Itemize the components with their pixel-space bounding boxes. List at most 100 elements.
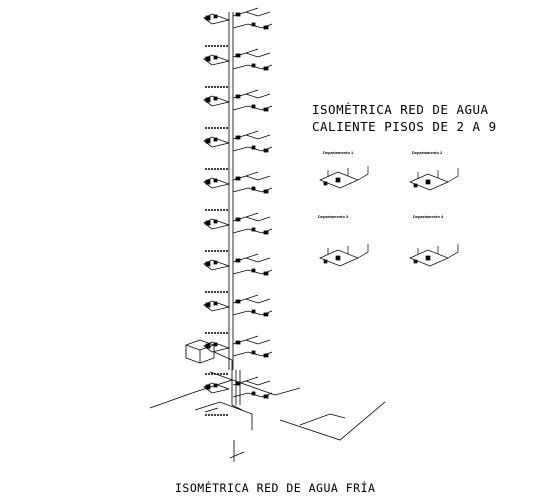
right-fixture [251,145,256,150]
right-valve [235,340,241,345]
right-fixture [251,227,256,232]
right-fixture-2 [263,312,269,317]
left-fixture [205,220,211,226]
right-valve [235,12,241,17]
left-valve [213,260,218,265]
main-distribution-pipe-2 [231,372,243,411]
apartment-fixture [335,177,341,183]
apartment-details [319,166,459,267]
branch-pipe-lower [194,401,253,430]
right-valve [235,258,241,263]
branch-pipe-left [149,379,233,409]
left-fixture [205,343,211,349]
right-fixture [251,309,256,314]
left-valve [213,96,218,101]
apartment-2-iso [409,168,459,191]
water-riser [203,7,273,416]
hot-water-title: ISOMÉTRICA RED DE AGUA CALIENTE PISOS DE… [312,101,497,135]
right-fixture-2 [263,148,269,153]
right-fixture-2 [263,107,269,112]
apartment-pipes [417,244,459,259]
cold-water-base-network [149,339,386,462]
right-fixture [251,22,256,27]
right-valve [235,53,241,58]
left-valve [213,219,218,224]
left-valve [213,301,218,306]
hot-water-title-line2: CALIENTE PISOS DE 2 A 9 [312,119,497,134]
right-fixture [251,268,256,273]
right-fixture-2 [263,25,269,30]
left-branch-pipe [203,13,230,25]
apartment-3-iso [319,244,369,267]
right-valve [235,299,241,304]
left-branch-pipe [203,259,230,271]
left-branch-pipe [203,341,230,353]
right-fixture-2 [263,394,269,399]
meter-line [204,407,219,413]
apartment-fixture [425,255,431,261]
right-fixture [251,391,256,396]
left-fixture [205,97,211,103]
right-fixture-2 [263,353,269,358]
left-branch-pipe [203,54,230,66]
apartment-pipes [417,168,459,183]
right-fixture-2 [263,66,269,71]
right-fixture-2 [263,189,269,194]
right-fixture [251,63,256,68]
floor-branch [203,7,273,47]
left-branch-pipe [203,218,230,230]
right-fixture-2 [263,230,269,235]
left-fixture [205,261,211,267]
floor-branch [203,48,273,88]
street-connection-2 [299,413,346,426]
right-valve [235,217,241,222]
floor-branch [203,294,273,334]
floor-branch [203,130,273,170]
left-branch-pipe [203,95,230,107]
apartment-fixture-2 [323,259,328,264]
apartment-1-label: Departamento 1 [323,150,354,155]
right-fixture [251,350,256,355]
street-connection [279,401,386,441]
left-branch-pipe [203,300,230,312]
right-fixture [251,186,256,191]
right-valve [235,94,241,99]
apartment-1-iso [319,166,369,189]
water-tank [185,339,215,364]
left-valve [213,178,218,183]
main-distribution-pipe [209,371,301,396]
left-fixture [205,302,211,308]
branch-pipe-drop [229,440,245,462]
left-fixture [205,15,211,21]
floor-branch [203,212,273,252]
left-valve [213,14,218,19]
floor-branch [203,335,273,375]
left-fixture [205,56,211,62]
floor-branch [203,171,273,211]
apartment-3-label: Departamento 3 [318,214,349,219]
left-valve [213,137,218,142]
apartment-pipes [327,244,369,259]
left-valve [213,342,218,347]
apartment-fixture-2 [413,183,418,188]
apartment-fixture-2 [413,259,418,264]
right-fixture [251,104,256,109]
apartment-pipes [327,166,369,181]
floor-branch [203,89,273,129]
left-fixture [205,179,211,185]
apartment-fixture [425,179,431,185]
apartment-fixture-2 [323,181,328,186]
floor-branch [203,253,273,293]
cold-water-title: ISOMÉTRICA RED DE AGUA FRÍA [175,481,376,495]
right-valve [235,176,241,181]
left-fixture [205,138,211,144]
left-valve [213,55,218,60]
apartment-4-iso [409,244,459,267]
apartment-2-label: Departamento 2 [412,150,443,155]
apartment-fixture [335,255,341,261]
left-branch-pipe [203,136,230,148]
right-fixture-2 [263,271,269,276]
left-branch-pipe [203,177,230,189]
hot-water-title-line1: ISOMÉTRICA RED DE AGUA [312,102,489,117]
